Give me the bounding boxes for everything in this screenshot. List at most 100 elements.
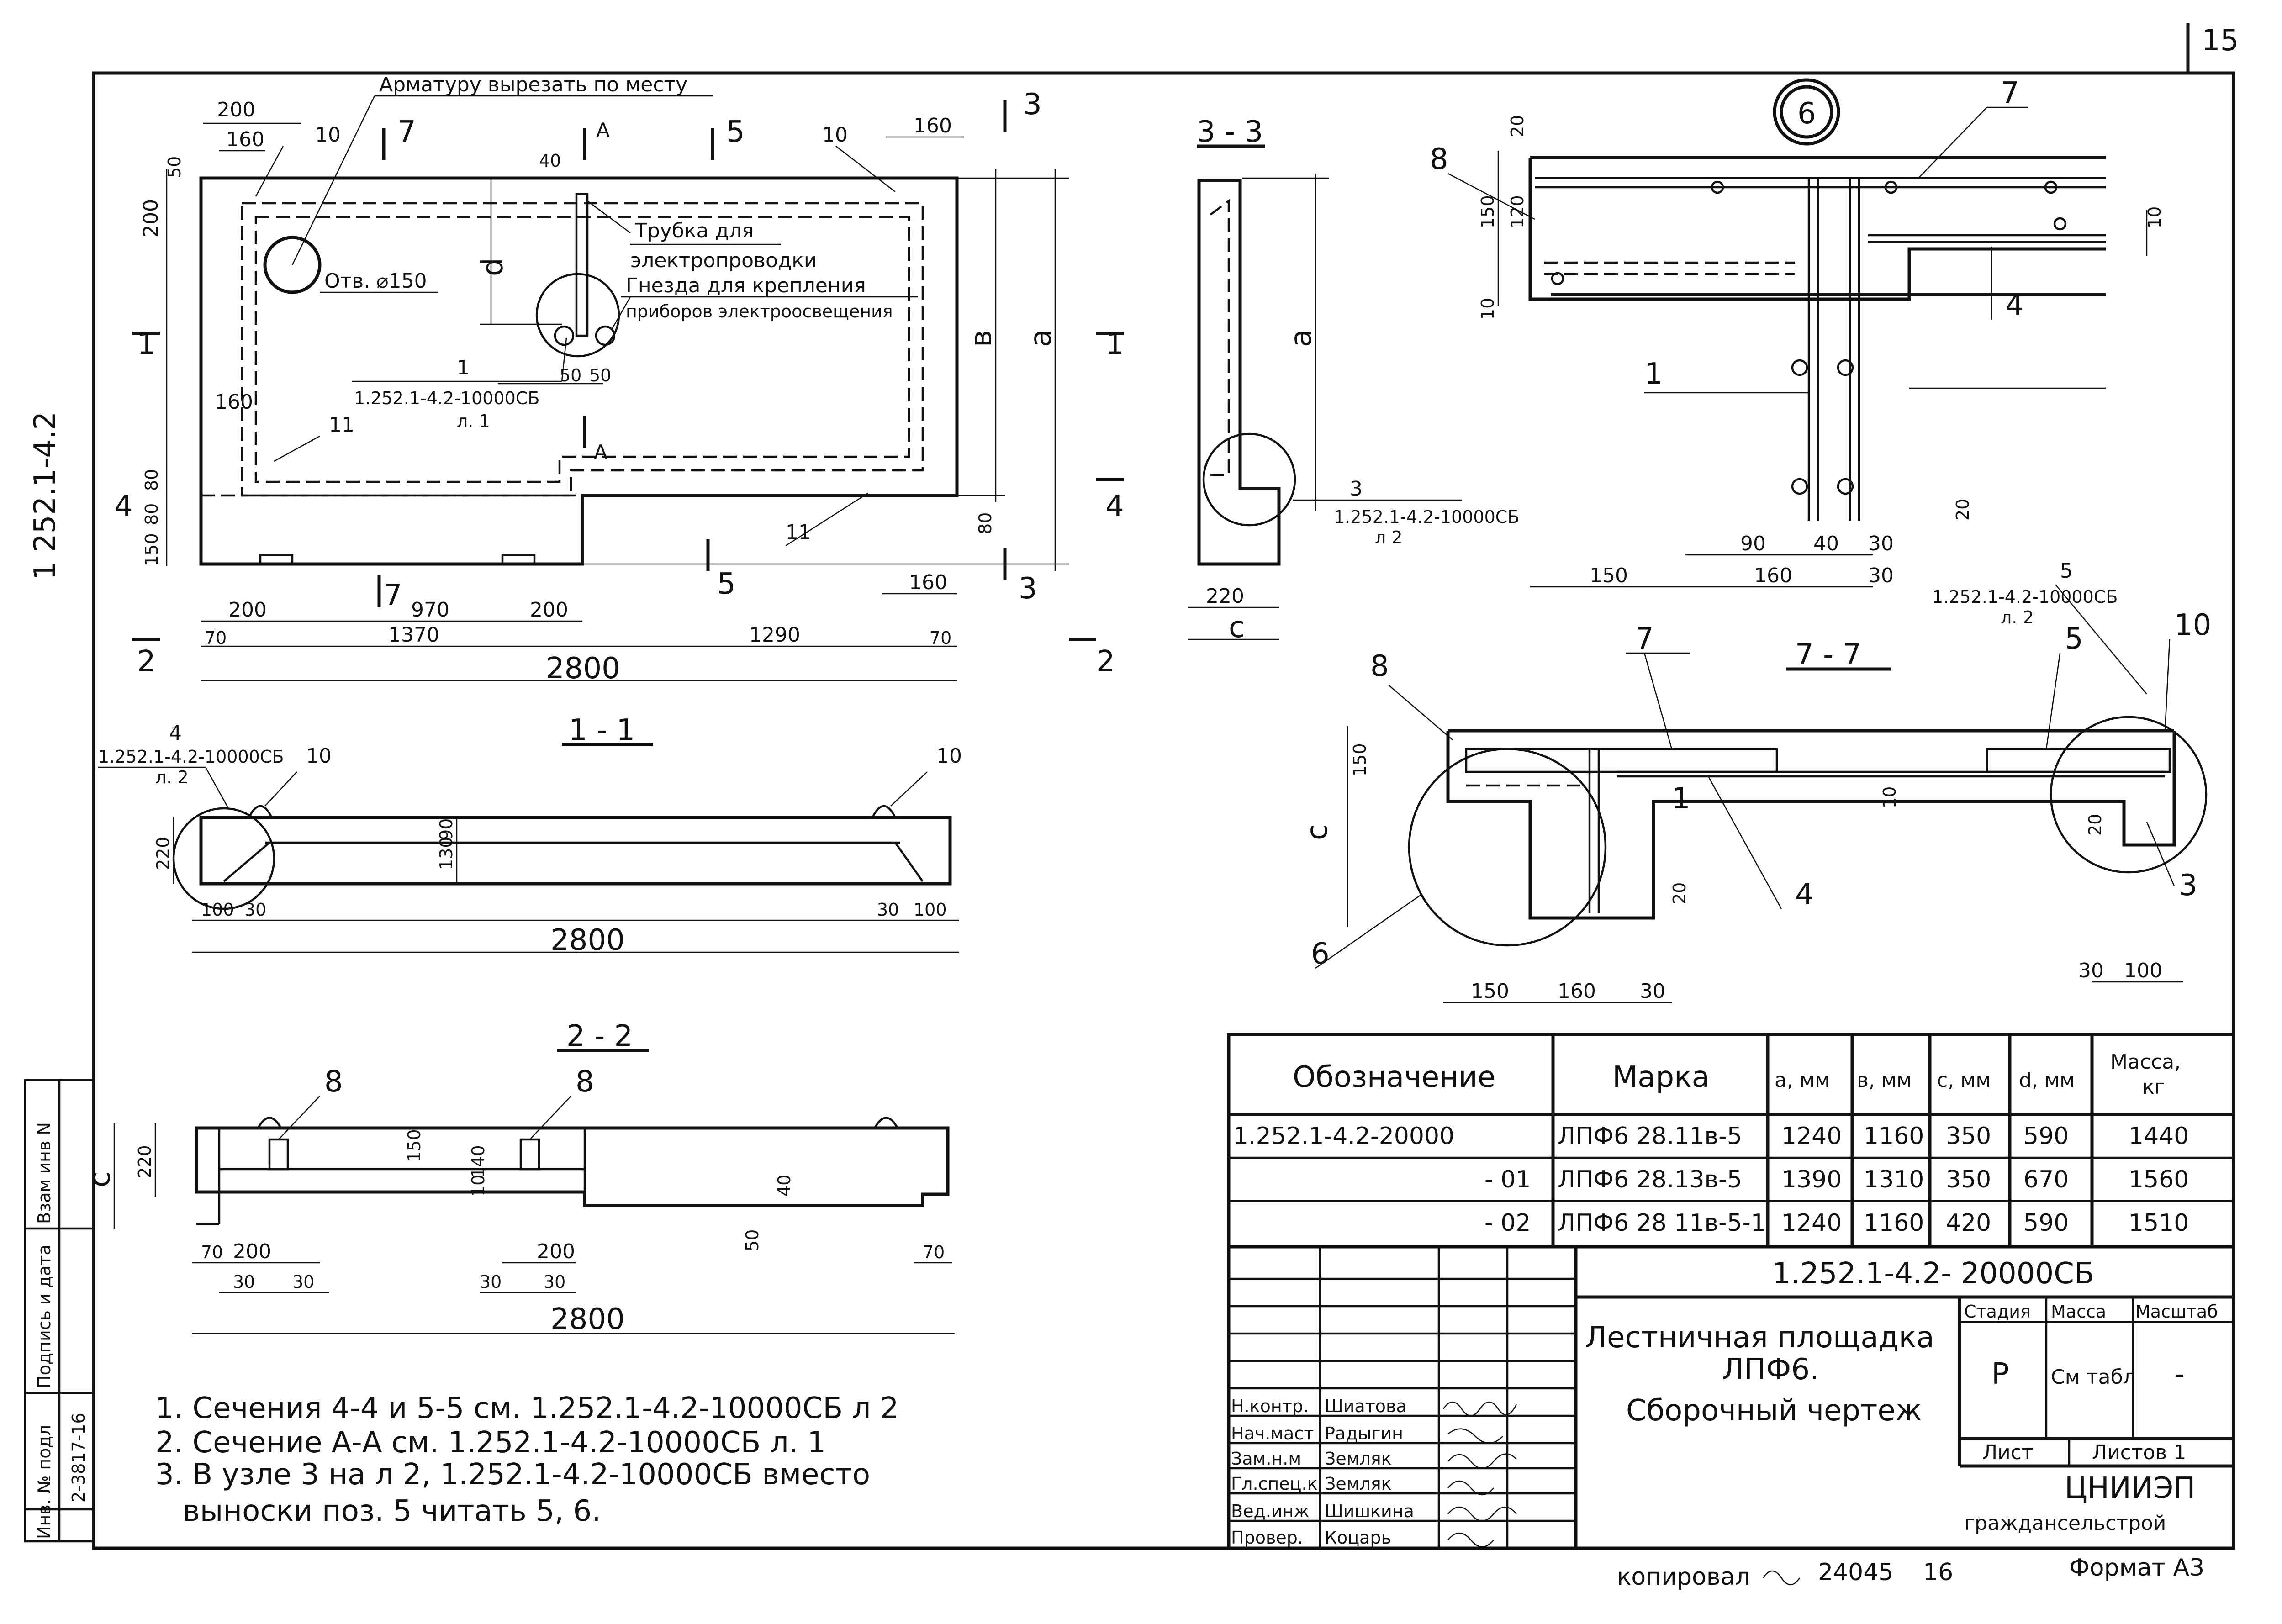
drawing-label: Стадия — [1964, 1302, 2031, 1322]
sec11-ref-doc: 1.252.1-4.2-10000СБ — [98, 747, 284, 767]
drawing-label: Н.контр. — [1231, 1396, 1309, 1416]
drawing-label: 3 — [2179, 869, 2197, 902]
drawing-label: 2 — [137, 645, 156, 679]
ref1-sheet: л. 1 — [457, 411, 490, 431]
sockets-label: Гнезда для крепления — [626, 274, 866, 297]
tube-label-2: электропроводки — [630, 249, 817, 272]
general-notes: 1. Сечения 4-4 и 5-5 см. 1.252.1-4.2-100… — [155, 1392, 899, 1528]
specification-table: Обозначение Марка a, мм в, мм c, мм d, м… — [1227, 1033, 2235, 1249]
spec-r2-oboz: - 02 — [1484, 1209, 1531, 1237]
section-7-7-title: 7 - 7 — [1795, 638, 1861, 672]
drawing-label: 200 — [537, 1240, 575, 1263]
drawing-label: 2 — [1096, 645, 1115, 679]
drawing-label: 50 — [589, 365, 611, 385]
drawing-label: 590 — [2023, 1123, 2069, 1150]
drawing-label: 70 — [201, 1242, 223, 1262]
sec77-ref5-sheet: л. 2 — [2001, 607, 2034, 627]
drawing-label: 160 — [914, 114, 952, 137]
drawing-label: 10 — [822, 123, 848, 147]
node-6-label-circle — [1773, 78, 1840, 146]
order-number-2: 16 — [1923, 1559, 1953, 1586]
footer: копировал 24045 16 Формат А3 — [1617, 1554, 2204, 1591]
drawing-label: 30 — [2078, 959, 2104, 982]
drawing-label: 160 — [215, 390, 253, 414]
inv-label: Инв. № подл — [34, 1425, 54, 1539]
org-name-1: ЦНИИЭП — [2065, 1471, 2195, 1505]
drawing-label: 1240 — [1781, 1123, 1842, 1150]
drawing-label: 70 — [923, 1242, 945, 1262]
drawing-label: Шишкина — [1325, 1501, 1414, 1521]
drawing-label: 1 — [457, 356, 470, 380]
drawing-label: - — [2174, 1357, 2185, 1391]
drawing-label: 970 — [411, 598, 449, 622]
drawing-label: 80 — [142, 469, 162, 491]
drawing-label: c — [1300, 824, 1334, 840]
drawing-label: 7 — [2001, 76, 2019, 110]
drawing-label: 5 — [2060, 559, 2073, 583]
sec33-ref-sheet: л 2 — [1375, 527, 1403, 548]
note-3-cont: выноски поз. 5 читать 5, 6. — [183, 1494, 601, 1528]
node-6-detail: 6 8 7 4 1 20 120 150 10 — [1430, 76, 2165, 588]
drawing-label: 20 — [1507, 115, 1527, 137]
drawing-label: 200 — [228, 598, 267, 622]
drawing-label: 70 — [205, 628, 227, 648]
drawing-label: 7 — [397, 115, 416, 149]
inv-number: 2-3817-16 — [69, 1413, 89, 1503]
drawing-label: 100 — [2124, 959, 2162, 982]
drawing-label: 3 — [1350, 477, 1363, 501]
drawing-label: 30 — [292, 1272, 314, 1292]
drawing-label: 30 — [233, 1272, 255, 1292]
drawing-label: 30 — [480, 1272, 502, 1292]
spec-h-d: d, мм — [2019, 1069, 2075, 1092]
drawing-label: 7 — [1635, 622, 1654, 656]
drawing-label: 220 — [153, 837, 173, 870]
drawing-label: Радыгин — [1325, 1424, 1403, 1444]
drawing-label: 100 — [914, 900, 947, 920]
drawing-label: 7 — [384, 579, 402, 612]
drawing-label: 150 — [404, 1129, 424, 1162]
drawing-label: 2800 — [550, 923, 625, 957]
drawing-label: 1 — [1672, 782, 1690, 816]
drawing-label: 30 — [244, 900, 266, 920]
drawing-label: 80 — [142, 503, 162, 525]
drawing-label: 3 — [1023, 88, 1042, 121]
drawing-label: Шиатова — [1325, 1396, 1407, 1416]
doc-code: 1.252.1-4.2- 20000СБ — [1772, 1257, 2094, 1291]
drawing-label: 20 — [1669, 882, 1690, 904]
drawing-label: 590 — [2023, 1209, 2069, 1237]
drawing-label: 1370 — [388, 623, 439, 647]
drawing-label: 130 — [436, 837, 456, 870]
drawing-label: 160 — [909, 571, 947, 594]
drawing-label: c — [1229, 611, 1245, 644]
drawing-label: 1510 — [2129, 1209, 2189, 1237]
drawing-label: c — [83, 1171, 117, 1187]
drawing-label: 200 — [233, 1240, 271, 1263]
spec-h-b: в, мм — [1857, 1069, 1912, 1092]
drawing-label: Коцарь — [1325, 1528, 1391, 1548]
drawing-label: 50 — [560, 365, 581, 385]
opening-150 — [263, 236, 322, 294]
section-3-3: 3 - 3 a 220 c 3 1.252.1-4.2-10000СБ л 2 — [1188, 115, 1519, 644]
plan-view: Арматуру вырезать по месту Трубка для эл… — [114, 73, 1124, 685]
format-label: Формат А3 — [2069, 1554, 2204, 1582]
drawing-label: 2800 — [546, 652, 620, 685]
drawing-name-3: Сборочный чертеж — [1626, 1394, 1922, 1428]
drawing-label: 90 — [1740, 532, 1766, 555]
drawing-label: 1310 — [1864, 1166, 1924, 1193]
order-number: 24045 — [1818, 1559, 1893, 1586]
spec-h-kg: кг — [2142, 1076, 2165, 1099]
spec-r1-marka: ЛПФ6 28.13в-5 — [1558, 1166, 1742, 1193]
drawing-label: 1 — [1644, 357, 1663, 391]
drawing-label: 10 — [468, 1175, 488, 1197]
copier-signature — [1762, 1570, 1801, 1586]
drawing-label: 350 — [1946, 1123, 1991, 1150]
sec33-ref-doc: 1.252.1-4.2-10000СБ — [1334, 507, 1519, 527]
drawing-label: 4 — [169, 722, 182, 745]
drawing-label: 200 — [530, 598, 568, 622]
drawing-label: Р — [1991, 1357, 2009, 1391]
drawing-label: 50 — [742, 1229, 762, 1251]
drawing-label: 4 — [114, 490, 133, 523]
drawing-label: 8 — [1430, 142, 1448, 176]
drawing-label: 220 — [1206, 585, 1244, 608]
